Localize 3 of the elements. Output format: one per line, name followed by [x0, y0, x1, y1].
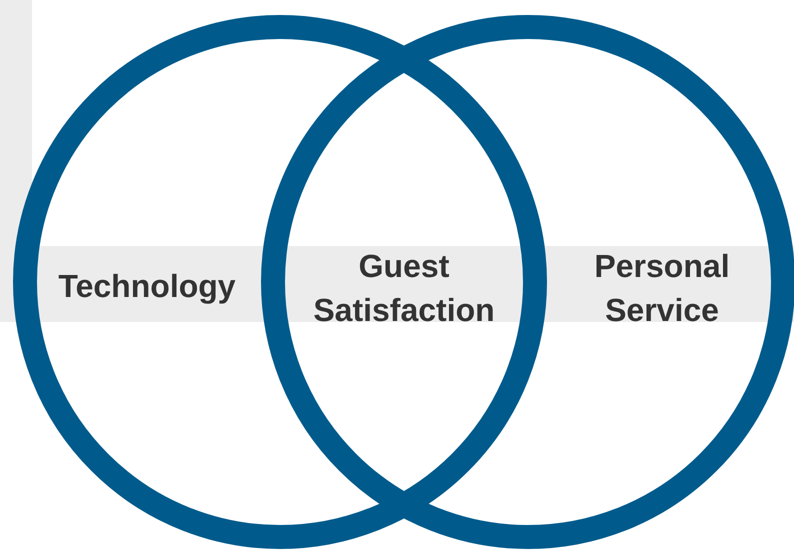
circle-label: Personal Service	[593, 247, 731, 330]
overlap-label: Guest Satisfaction	[312, 247, 496, 330]
circle-label: Technology	[57, 267, 237, 306]
